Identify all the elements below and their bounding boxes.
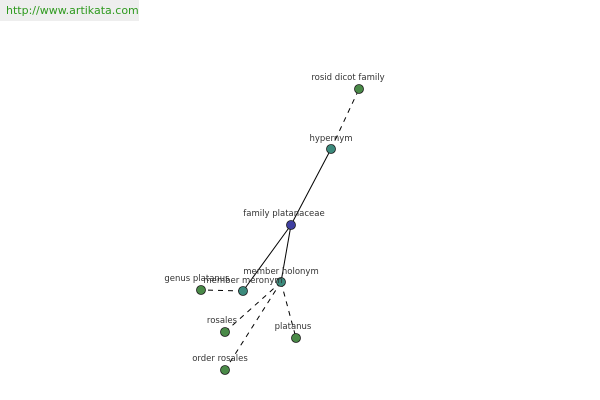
node-label[interactable]: order rosales — [192, 354, 248, 364]
edge-holonym-order — [224, 281, 282, 371]
node-dot[interactable] — [220, 365, 230, 375]
node-hypernym[interactable]: hypernym — [309, 134, 353, 154]
graph-nodes: rosid dicot family hypernym family platana… — [164, 73, 385, 375]
url-bar: http://www.artikata.com — [0, 0, 139, 21]
node-platanus[interactable]: platanus — [275, 322, 312, 343]
node-dot[interactable] — [326, 144, 336, 154]
node-holonym[interactable]: member holonym — [243, 267, 319, 287]
edge-family-meronym — [242, 224, 292, 292]
node-family[interactable]: family platanaceae — [243, 209, 325, 230]
node-rosales[interactable]: rosales — [207, 316, 238, 337]
site-url-link[interactable]: http://www.artikata.com — [6, 4, 139, 17]
node-dot[interactable] — [276, 277, 286, 287]
node-dot[interactable] — [220, 327, 230, 337]
graph-edges — [200, 88, 360, 371]
node-order[interactable]: order rosales — [192, 354, 248, 375]
node-label[interactable]: rosales — [207, 316, 238, 326]
edge-hypernym-rosid — [330, 88, 360, 150]
node-label[interactable]: family platanaceae — [243, 209, 324, 219]
edge-family-hypernym — [290, 148, 332, 226]
node-dot[interactable] — [196, 285, 206, 295]
node-dot[interactable] — [291, 333, 301, 343]
node-dot[interactable] — [354, 84, 364, 94]
node-label[interactable]: member meronym — [203, 276, 282, 286]
node-label[interactable]: genus platanus — [164, 274, 230, 284]
edge-holonym-rosales — [224, 281, 282, 333]
node-label[interactable]: platanus — [275, 322, 312, 332]
edge-meronym-genus — [200, 289, 244, 292]
node-genus[interactable]: genus platanus — [164, 274, 230, 295]
node-dot[interactable] — [238, 286, 248, 296]
node-label[interactable]: rosid dicot family — [311, 73, 384, 83]
node-label[interactable]: member holonym — [243, 267, 318, 277]
edge-family-holonym — [280, 224, 292, 283]
node-rosid[interactable]: rosid dicot family — [311, 73, 385, 94]
node-label[interactable]: hypernym — [309, 134, 352, 144]
node-dot[interactable] — [286, 220, 296, 230]
node-meronym[interactable]: member meronym — [203, 276, 283, 296]
